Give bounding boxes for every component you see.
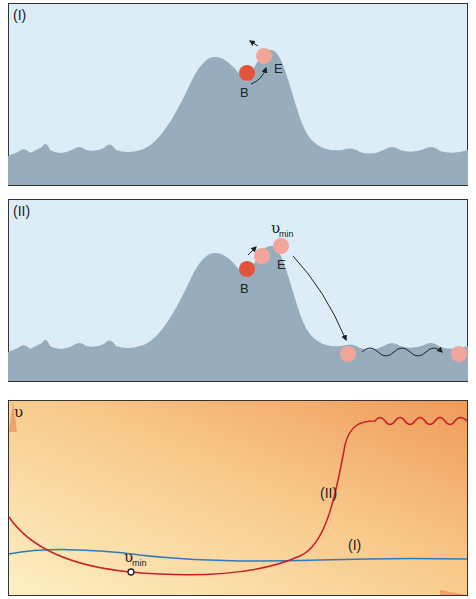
ball-label: B bbox=[240, 282, 249, 295]
ball-label: E bbox=[274, 62, 283, 75]
panel-number: (II) bbox=[13, 204, 30, 218]
velocity-subscript: min bbox=[279, 230, 294, 239]
velocity-symbol: υ bbox=[271, 221, 280, 236]
axis-label: υ bbox=[14, 405, 23, 420]
ball-label: B bbox=[240, 86, 249, 99]
velocity-subscript: min bbox=[132, 559, 147, 568]
panel-number: (I) bbox=[13, 8, 26, 22]
curve-label: (I) bbox=[348, 538, 361, 552]
ball-label: E bbox=[277, 258, 286, 271]
velocity-symbol: υ bbox=[124, 550, 133, 565]
curve-label: (II) bbox=[320, 486, 337, 500]
